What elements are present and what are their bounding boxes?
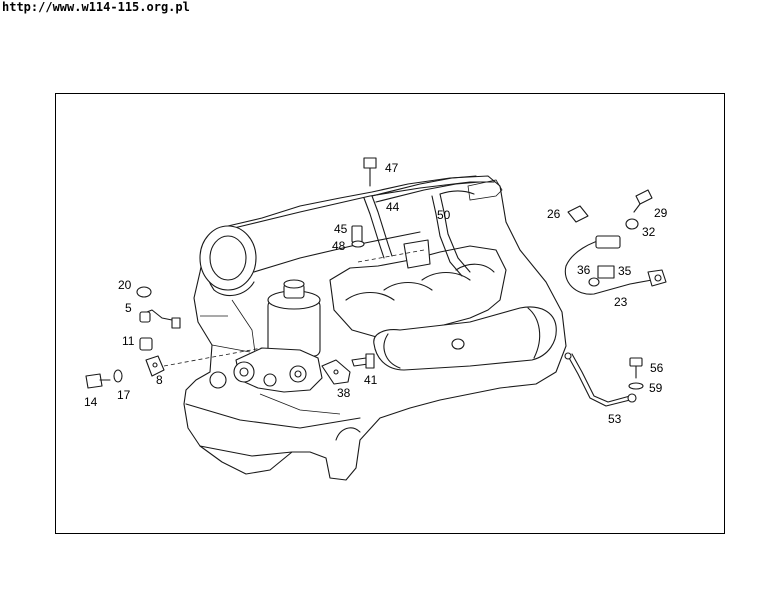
label-20: 20 <box>118 278 132 292</box>
label-59: 59 <box>649 381 663 395</box>
label-47: 47 <box>385 161 399 175</box>
small-parts-right <box>564 189 667 407</box>
label-26: 26 <box>547 207 561 221</box>
label-11: 11 <box>122 334 135 348</box>
label-38: 38 <box>337 386 351 400</box>
label-5: 5 <box>125 301 132 315</box>
label-56: 56 <box>650 361 664 375</box>
label-45: 45 <box>334 222 348 236</box>
small-parts-left <box>85 157 377 389</box>
label-29: 29 <box>654 206 668 220</box>
label-17: 17 <box>117 388 131 402</box>
label-36: 36 <box>577 263 591 277</box>
source-url: http://www.w114-115.org.pl <box>2 0 190 14</box>
part-labels: 47 44 50 26 29 45 32 48 36 35 20 23 5 11… <box>84 161 668 426</box>
label-8: 8 <box>156 373 163 387</box>
label-44: 44 <box>386 200 400 214</box>
diagram-frame <box>55 93 725 534</box>
label-32: 32 <box>642 225 656 239</box>
label-23: 23 <box>614 295 628 309</box>
label-14: 14 <box>84 395 98 409</box>
oil-filter-drawing <box>233 279 323 393</box>
label-41: 41 <box>364 373 378 387</box>
intake-manifold-drawing <box>329 175 557 371</box>
label-35: 35 <box>618 264 632 278</box>
label-48: 48 <box>332 239 346 253</box>
label-50: 50 <box>437 208 451 222</box>
label-53: 53 <box>608 412 622 426</box>
